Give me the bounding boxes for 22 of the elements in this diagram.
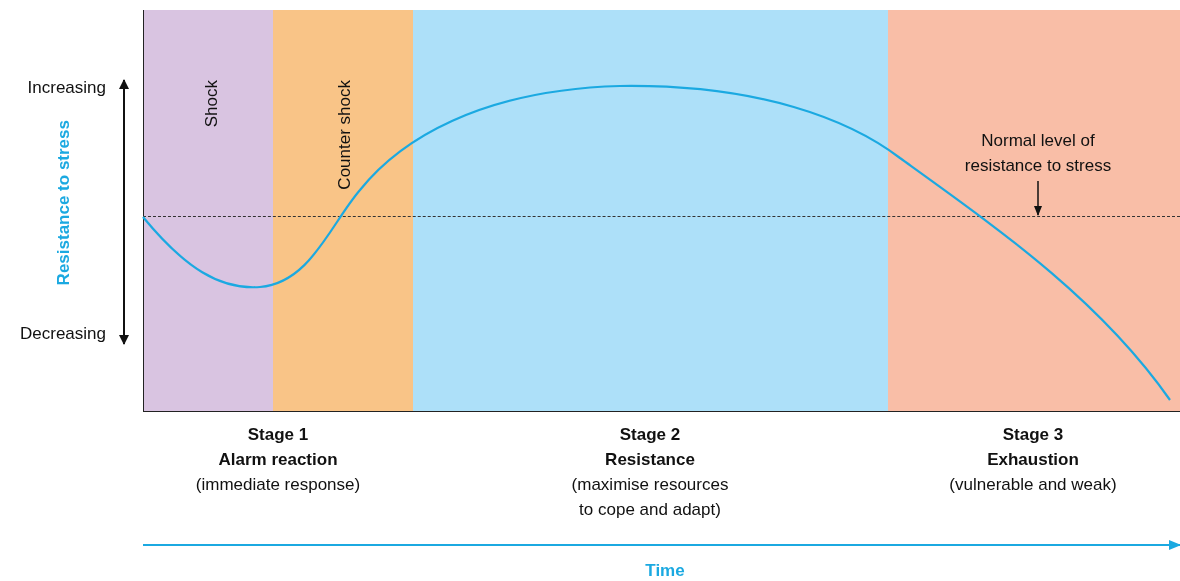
- stage-label: (maximise resources to cope and adapt): [570, 474, 730, 521]
- band-label: Shock: [202, 80, 222, 128]
- stage-band: [888, 10, 1180, 412]
- band-label: Counter shock: [335, 80, 355, 190]
- stage-label: Stage 1: [246, 424, 310, 446]
- stage-label: Stage 3: [1001, 424, 1065, 446]
- stage-label: Exhaustion: [986, 449, 1080, 471]
- arrow: [1034, 180, 1042, 216]
- stage-label: Decreasing: [19, 323, 106, 345]
- stage-label: (immediate response): [194, 474, 362, 496]
- stage-band: [273, 10, 413, 412]
- stage-band: [143, 10, 273, 412]
- stage-band: [413, 10, 888, 412]
- stage-label: Stage 2: [618, 424, 682, 446]
- stage-label: (vulnerable and weak): [948, 474, 1118, 496]
- normal-level-line: [143, 216, 1180, 217]
- axis-title: Time: [644, 560, 686, 581]
- stage-label: Resistance: [604, 449, 696, 471]
- stage-label: Increasing: [26, 77, 106, 99]
- axis-title: Resistance to stress: [54, 120, 74, 286]
- annotation-text: Normal level of resistance to stress: [948, 128, 1128, 178]
- stage-label: Alarm reaction: [217, 449, 339, 471]
